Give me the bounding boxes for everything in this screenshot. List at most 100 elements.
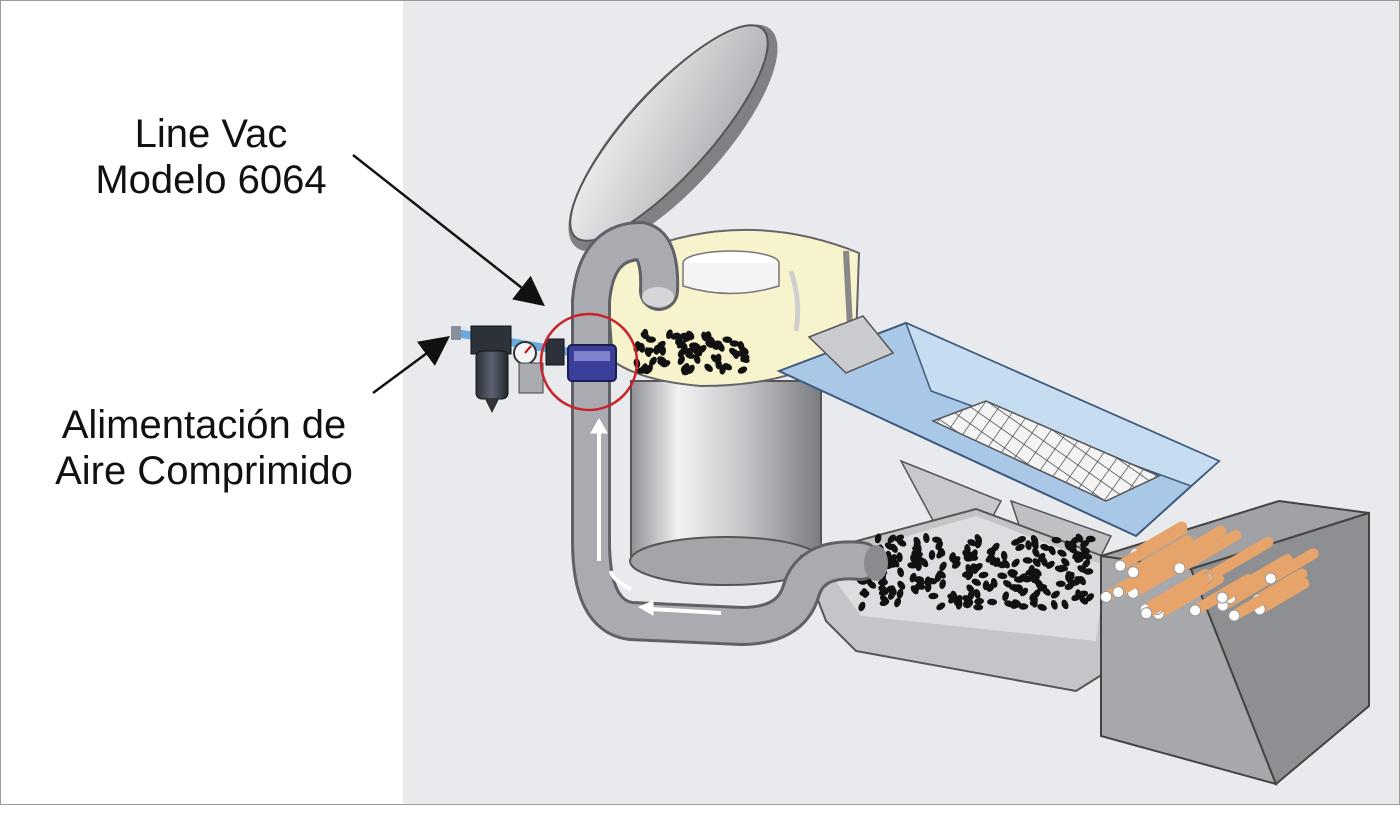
- conveying-hose: [571, 220, 888, 647]
- pellet: [950, 590, 958, 601]
- pellet: [923, 533, 930, 543]
- pellet: [1067, 541, 1076, 551]
- pellet: [962, 550, 971, 559]
- pellet: [1051, 536, 1062, 544]
- pellet: [914, 576, 924, 583]
- pellet: [1072, 551, 1081, 560]
- air-supply-label-line2: Aire Comprimido: [55, 449, 353, 493]
- line-vac-unit[interactable]: [567, 344, 617, 382]
- pellet: [973, 562, 983, 571]
- pellet: [896, 552, 903, 563]
- pellet: [978, 571, 989, 579]
- line-vac-label: Line Vac Modelo 6064: [61, 111, 361, 203]
- pellet: [858, 601, 866, 612]
- pellet: [1029, 597, 1038, 606]
- pellet: [656, 340, 666, 349]
- pellet: [1007, 570, 1017, 579]
- pellet: [649, 356, 657, 366]
- pellet: [677, 348, 686, 358]
- part-end: [1112, 586, 1125, 599]
- pellet: [1070, 579, 1080, 586]
- pellet: [1016, 536, 1027, 543]
- pellet: [990, 577, 998, 588]
- part-end: [1140, 607, 1153, 620]
- pellet: [1015, 543, 1025, 552]
- pellet: [1012, 599, 1022, 607]
- line-vac-label-line2: Modelo 6064: [95, 158, 327, 202]
- pellet: [1011, 558, 1020, 568]
- pellet: [698, 344, 707, 354]
- pellet: [638, 342, 645, 353]
- pellet: [1085, 593, 1094, 602]
- finished-parts: [1100, 521, 1319, 622]
- pellet: [897, 580, 906, 590]
- pellet: [1012, 585, 1023, 592]
- pellet: [889, 585, 897, 596]
- pellet: [1055, 580, 1066, 588]
- pellet: [1042, 587, 1051, 596]
- pellet: [971, 578, 982, 586]
- pellet: [722, 336, 733, 343]
- pellet: [859, 590, 870, 597]
- pellet: [665, 329, 673, 340]
- pellet: [887, 534, 896, 544]
- part-end: [1264, 572, 1277, 585]
- pellet: [1032, 558, 1041, 568]
- pellet: [1000, 550, 1008, 561]
- pellet: [689, 342, 699, 349]
- pellet: [1002, 591, 1010, 602]
- pellet: [1022, 557, 1033, 564]
- pellet: [937, 570, 946, 579]
- pellet: [737, 366, 748, 374]
- pellet: [644, 347, 652, 357]
- air-supply-leader-arrow: [372, 336, 451, 395]
- pellet: [949, 552, 956, 562]
- pellet: [712, 343, 723, 350]
- pellet: [1002, 559, 1010, 569]
- pellet: [878, 589, 889, 596]
- pellet: [879, 598, 890, 607]
- pellet: [928, 592, 939, 600]
- part-end: [1127, 566, 1140, 579]
- hopper-lid: [568, 24, 778, 252]
- pellet: [878, 579, 888, 586]
- part-rod: [1174, 529, 1242, 574]
- pellet: [894, 597, 902, 608]
- pellet: [987, 554, 997, 563]
- pellet: [1037, 603, 1047, 611]
- pellet: [1058, 564, 1069, 572]
- pellet: [645, 364, 653, 374]
- part-rod: [1140, 573, 1211, 619]
- pellet: [973, 588, 981, 599]
- pellet: [675, 335, 683, 346]
- pellet: [1013, 576, 1024, 583]
- pellet: [915, 582, 926, 590]
- pellets-in-hopper: [633, 328, 750, 376]
- pellet: [1025, 540, 1032, 551]
- part-end: [1216, 591, 1229, 604]
- pellet: [1032, 589, 1041, 599]
- pellet: [1083, 568, 1094, 575]
- tank: [629, 380, 823, 586]
- pellet: [967, 539, 977, 547]
- pellet: [955, 599, 963, 610]
- parts-bin: [1100, 499, 1370, 786]
- pellet: [874, 533, 882, 544]
- pellet: [1057, 549, 1067, 557]
- pellet: [963, 598, 971, 608]
- pellet: [951, 560, 961, 569]
- pellet: [1033, 568, 1042, 577]
- pellet: [911, 550, 919, 560]
- pellet: [867, 580, 877, 589]
- pellet: [897, 567, 904, 578]
- part-rod: [1265, 548, 1319, 584]
- pellet: [928, 550, 936, 560]
- pellet: [1050, 599, 1058, 610]
- pellet: [982, 580, 990, 591]
- part-rod: [1127, 535, 1193, 578]
- pellet: [693, 354, 701, 364]
- pellet: [1033, 578, 1043, 587]
- line-vac-leader-arrow: [352, 154, 545, 307]
- part-rod: [1216, 554, 1293, 604]
